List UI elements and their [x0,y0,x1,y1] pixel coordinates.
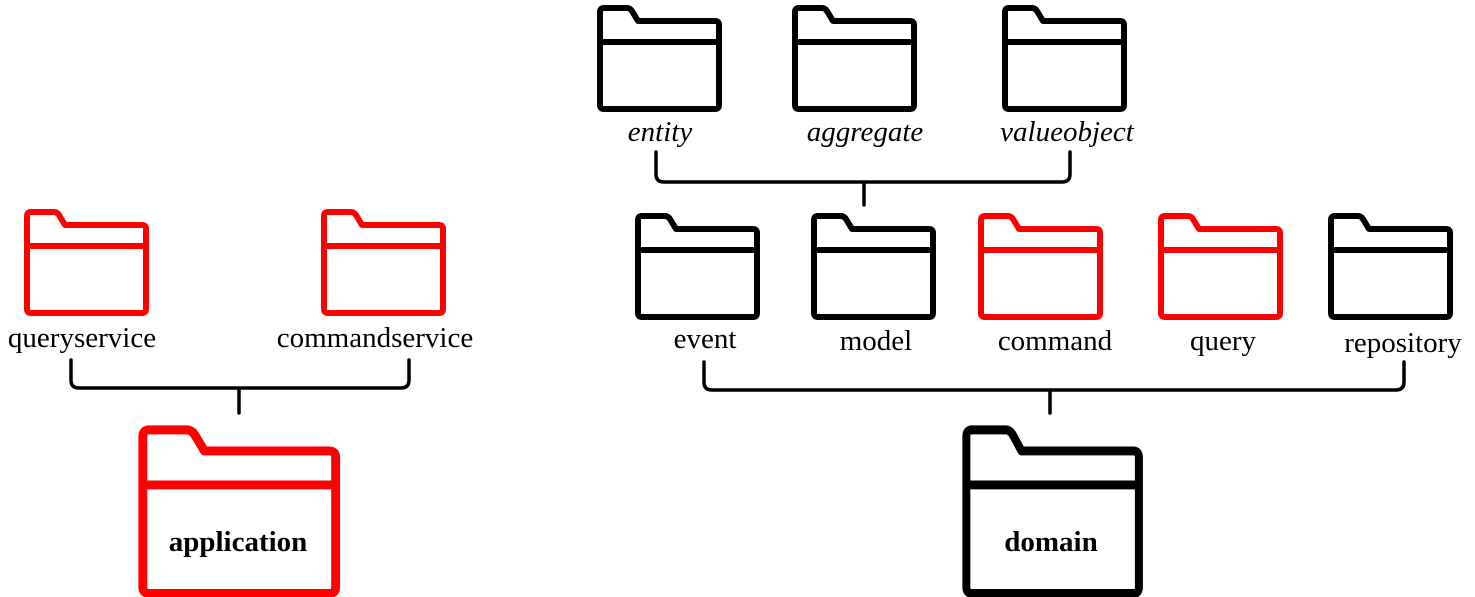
folder-valueobject: valueobject [1000,5,1135,148]
bracket-application [69,358,411,415]
folder-icon [24,209,149,316]
folder-label-repository: repository [1344,327,1462,359]
folder-label-valueobject: valueobject [1000,116,1135,148]
folder-label-event: event [674,323,737,355]
folder-label-query: query [1190,325,1257,357]
folder-icon [811,213,936,320]
folder-icon [138,425,341,597]
folder-label-commandservice: commandservice [277,322,473,354]
folder-query: query [1158,213,1283,357]
bracket-domain [702,360,1406,415]
folder-icon [597,5,722,112]
folder-label-domain: domain [1004,526,1097,558]
folder-command: command [978,213,1113,357]
folder-aggregate: aggregate [792,5,924,148]
folder-icon [321,209,446,316]
bracket-model [654,150,1072,207]
folder-queryservice: queryservice [8,209,156,354]
folder-icon [962,425,1143,597]
folder-domain: domain [962,425,1143,597]
folder-event: event [635,213,760,355]
folder-commandservice: commandservice [277,209,473,354]
folder-entity: entity [597,5,722,148]
folder-label-queryservice: queryservice [8,322,156,354]
folder-icon [1002,5,1127,112]
folder-repository: repository [1328,213,1462,359]
folder-icon [792,5,917,112]
folder-label-application: application [169,526,308,558]
folder-label-model: model [840,325,913,357]
folder-label-entity: entity [628,116,693,148]
folder-icon [1328,213,1453,320]
folder-icon [1158,213,1283,320]
folder-label-aggregate: aggregate [807,116,924,148]
folder-application: application [138,425,341,597]
folder-icon [978,213,1103,320]
folder-icon [635,213,760,320]
folder-label-command: command [998,325,1113,357]
folder-model: model [811,213,936,357]
